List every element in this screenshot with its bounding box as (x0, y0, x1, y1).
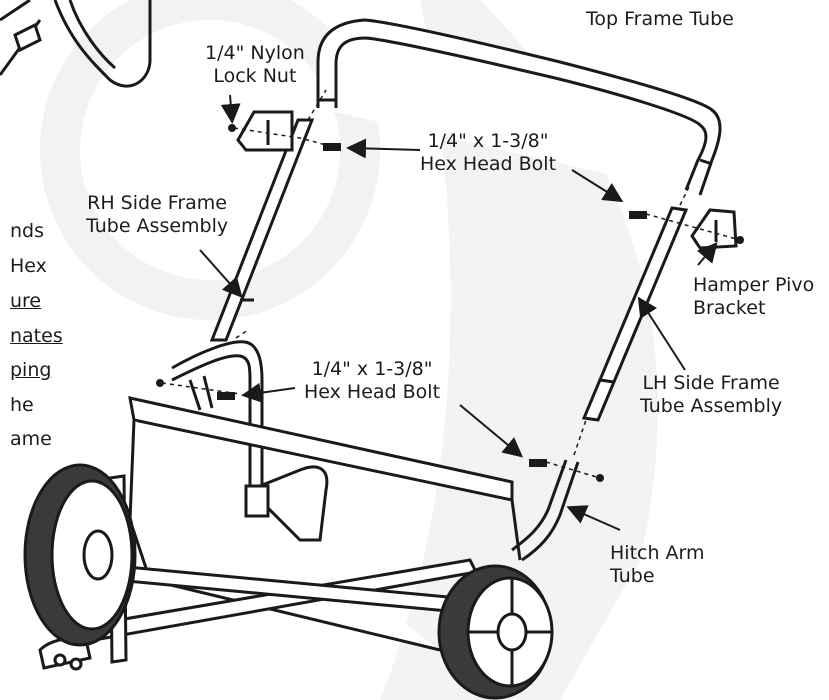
handle-fragment (0, 0, 152, 88)
left-text-fragment: nds (10, 220, 45, 242)
lh-side-frame-tube (581, 206, 689, 422)
leader-arrows (199, 94, 718, 531)
left-wheel (23, 463, 137, 647)
alignment-lines (161, 89, 741, 479)
left-text-fragment: ping (10, 359, 52, 381)
label-lh-side-frame: LH Side Frame Tube Assembly (640, 372, 783, 417)
label-hex-bolt-upper: 1/4" x 1-3/8" Hex Head Bolt (420, 130, 557, 175)
left-text-fragment: he (10, 394, 34, 416)
left-text-fragment: ame (10, 428, 52, 450)
rear-handle (171, 340, 264, 520)
label-hamper-pivot-bracket: Hamper Pivo Bracket (693, 274, 815, 319)
label-hitch-arm-tube: Hitch Arm Tube (610, 542, 705, 587)
label-hex-bolt-lower: 1/4" x 1-3/8" Hex Head Bolt (304, 358, 441, 403)
label-rh-side-frame: RH Side Frame Tube Assembly (86, 192, 229, 237)
label-nylon-lock-nut: 1/4" Nylon Lock Nut (205, 42, 305, 87)
right-wheel (437, 564, 554, 700)
left-text-fragment: ure (10, 290, 42, 312)
hamper-pivot-bracket-right (690, 208, 738, 250)
top-frame-tube (316, 18, 722, 196)
hamper-pivot-bracket-left (236, 110, 294, 152)
label-top-frame-tube: Top Frame Tube (586, 8, 734, 30)
left-text-fragment: nates (10, 325, 63, 347)
left-text-fragment: Hex (10, 255, 47, 277)
